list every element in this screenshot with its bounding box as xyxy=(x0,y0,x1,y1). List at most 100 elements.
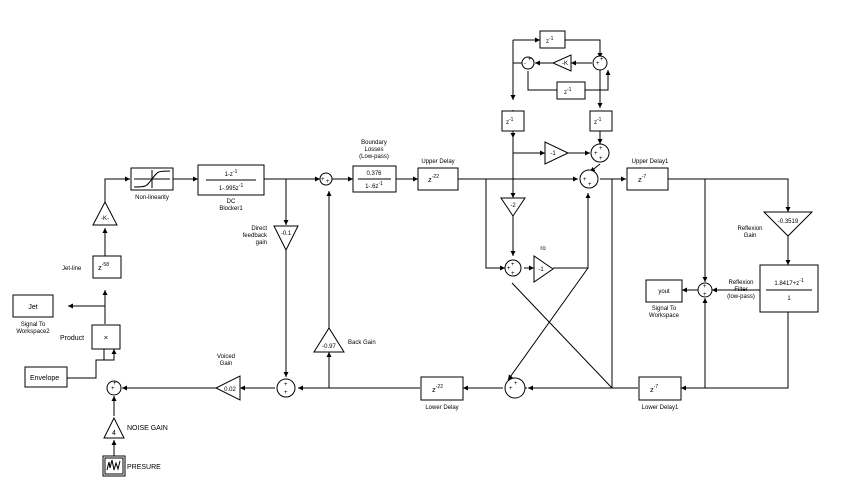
wires xyxy=(53,37,791,456)
voiced-gain-label2: Gain xyxy=(220,361,233,367)
lower-delay1-block[interactable]: z-7 Lower Delay1 xyxy=(638,376,682,411)
sum-block-voiced[interactable]: + + xyxy=(276,378,296,398)
dc-den: 1-.995z xyxy=(219,186,239,192)
lower-delay-block[interactable]: z-22 Lower Delay xyxy=(420,376,464,411)
boundary-label3: (Low-pass) xyxy=(359,154,389,160)
loop-left-base: z xyxy=(506,120,509,126)
product-label: Product xyxy=(60,335,84,342)
sum-block-ro[interactable]: + + + xyxy=(504,259,522,277)
loop-top-exp: -1 xyxy=(549,36,554,42)
noise-gain-label: NOISE GAIN xyxy=(127,425,168,432)
svg-text:z-58: z-58 xyxy=(98,262,109,272)
jet-line-base: z xyxy=(98,263,102,272)
loop-delay-right-block[interactable]: z-1 xyxy=(589,110,613,132)
lower-delay1-base: z xyxy=(650,385,654,394)
svg-text:+: + xyxy=(507,266,511,272)
direct-gain-label1: Direct xyxy=(251,226,267,232)
svg-text:+: + xyxy=(600,57,604,63)
sum-block-input[interactable]: + + xyxy=(106,380,122,396)
boundary-losses-block[interactable]: 0.376 1-.6z-1 Boundary Losses (Low-pass) xyxy=(352,140,397,193)
loop-delay-left-block[interactable]: z-1 xyxy=(501,110,525,132)
sum-block-output[interactable]: + + xyxy=(697,282,713,298)
envelope-block[interactable]: Envelope xyxy=(24,366,68,388)
ro-gain-block[interactable]: -1 ro xyxy=(533,246,554,283)
reflexion-gain-label2: Gain xyxy=(744,233,757,239)
reflexion-filter-num: 1.8417+z xyxy=(774,281,799,287)
boundary-label2: Losses xyxy=(364,147,383,153)
upper-delay1-exp: -7 xyxy=(642,174,647,180)
gain-minus-2-block[interactable]: -2 xyxy=(500,197,526,217)
loop-sum-right[interactable]: + + xyxy=(592,55,608,71)
reflexion-filter-label1: Reflexion xyxy=(728,280,753,286)
jet-line-exp: -58 xyxy=(102,262,109,268)
loop-delay-mid-block[interactable]: z-1 xyxy=(556,81,586,100)
back-gain-value: -0.97 xyxy=(322,344,336,350)
loop-sum-left[interactable]: - + xyxy=(521,56,535,70)
jet-value: Jet xyxy=(28,304,37,311)
dc-blocker-block[interactable]: 1-z-1 1-.995z-1 DC Blocker1 xyxy=(197,164,265,212)
k-gain-block[interactable]: -K- xyxy=(92,200,118,226)
pressure-source-block[interactable]: PRESURE xyxy=(102,455,161,477)
svg-text:z-1: z-1 xyxy=(564,87,572,96)
jet-ws-label1: Signal To xyxy=(21,322,46,328)
reflexion-gain-value: -0.3519 xyxy=(778,219,799,225)
sum-block-junction[interactable]: + + xyxy=(579,169,599,189)
upper-delay-label: Upper Delay xyxy=(421,159,454,165)
upper-delay1-block[interactable]: z-7 Upper Delay1 xyxy=(626,159,669,191)
upper-delay-block[interactable]: z-22 Upper Delay xyxy=(417,159,459,191)
gain-minus-1-top-block[interactable]: -1 xyxy=(544,141,570,165)
back-gain-block[interactable]: -0.97 Back Gain xyxy=(313,327,376,353)
direct-feedback-gain-block[interactable]: -0.1 Direct feedback gain xyxy=(243,225,299,252)
sum-block-lower[interactable]: + + xyxy=(504,377,526,399)
loop-mid-exp: -1 xyxy=(567,87,572,93)
loop-top-base: z xyxy=(546,39,549,45)
svg-text:+: + xyxy=(326,179,330,185)
sum-block-feedback[interactable]: + + xyxy=(319,172,333,186)
boundary-den-exp: -1 xyxy=(378,181,383,187)
lower-delay1-exp: -7 xyxy=(654,384,659,390)
ro-gain-label: ro xyxy=(540,246,546,252)
product-block[interactable]: × Product xyxy=(60,324,121,350)
lower-delay-exp: -22 xyxy=(436,384,443,390)
product-symbol: × xyxy=(104,333,108,342)
reflexion-filter-den: 1 xyxy=(787,296,791,302)
dc-label1: DC xyxy=(227,199,236,205)
svg-text:+: + xyxy=(514,381,518,387)
svg-text:+: + xyxy=(111,386,115,392)
svg-text:+: + xyxy=(703,292,707,298)
k-gain-value: -K- xyxy=(101,216,109,222)
svg-text:1-.995z-1: 1-.995z-1 xyxy=(219,183,244,192)
noise-waveform-icon xyxy=(106,459,121,471)
jet-line-label: Jet-line xyxy=(62,266,82,272)
boundary-num: 0.376 xyxy=(366,171,382,177)
upper-delay-exp: -22 xyxy=(432,174,439,180)
jet-ws-label2: Workspace2 xyxy=(16,329,50,335)
svg-text:z-1: z-1 xyxy=(506,117,514,126)
reflexion-gain-block[interactable]: -0.3519 Reflexion Gain xyxy=(737,211,814,239)
jet-workspace-block[interactable]: Jet Signal To Workspace2 xyxy=(12,294,54,335)
loop-right-exp: -1 xyxy=(597,117,602,123)
envelope-value: Envelope xyxy=(30,375,59,382)
dc-label2: Blocker1 xyxy=(219,206,243,212)
pressure-label: PRESURE xyxy=(127,464,161,471)
svg-text:1-.6z-1: 1-.6z-1 xyxy=(365,181,383,190)
nonlinearity-block[interactable]: Non-linearity xyxy=(130,167,174,201)
svg-text:+: + xyxy=(594,151,598,157)
svg-text:1-z-1: 1-z-1 xyxy=(225,169,238,178)
yout-label1: Signal To xyxy=(652,306,677,312)
noise-gain-block[interactable]: 4 NOISE GAIN xyxy=(103,416,168,439)
lower-delay-base: z xyxy=(432,385,436,394)
loop-k-gain-block[interactable]: -K xyxy=(551,54,572,72)
loop-right-base: z xyxy=(594,120,597,126)
yout-workspace-block[interactable]: yout Signal To Workspace xyxy=(645,279,683,319)
sum-block-upper[interactable]: + + + xyxy=(590,143,610,163)
voiced-gain-block[interactable]: 0.02 Voiced Gain xyxy=(214,354,241,401)
loop-k-value: -K xyxy=(562,61,568,67)
jet-line-block[interactable]: z-58 Jet-line xyxy=(62,255,122,279)
loop-delay-top-block[interactable]: z-1 xyxy=(539,30,566,49)
boundary-label1: Boundary xyxy=(361,140,387,146)
svg-text:+: + xyxy=(599,156,603,162)
svg-text:+: + xyxy=(703,284,707,290)
reflexion-filter-block[interactable]: 1.8417+z-1 1 Reflexion Filter (low-pass) xyxy=(727,264,819,313)
voiced-gain-label1: Voiced xyxy=(217,354,235,360)
